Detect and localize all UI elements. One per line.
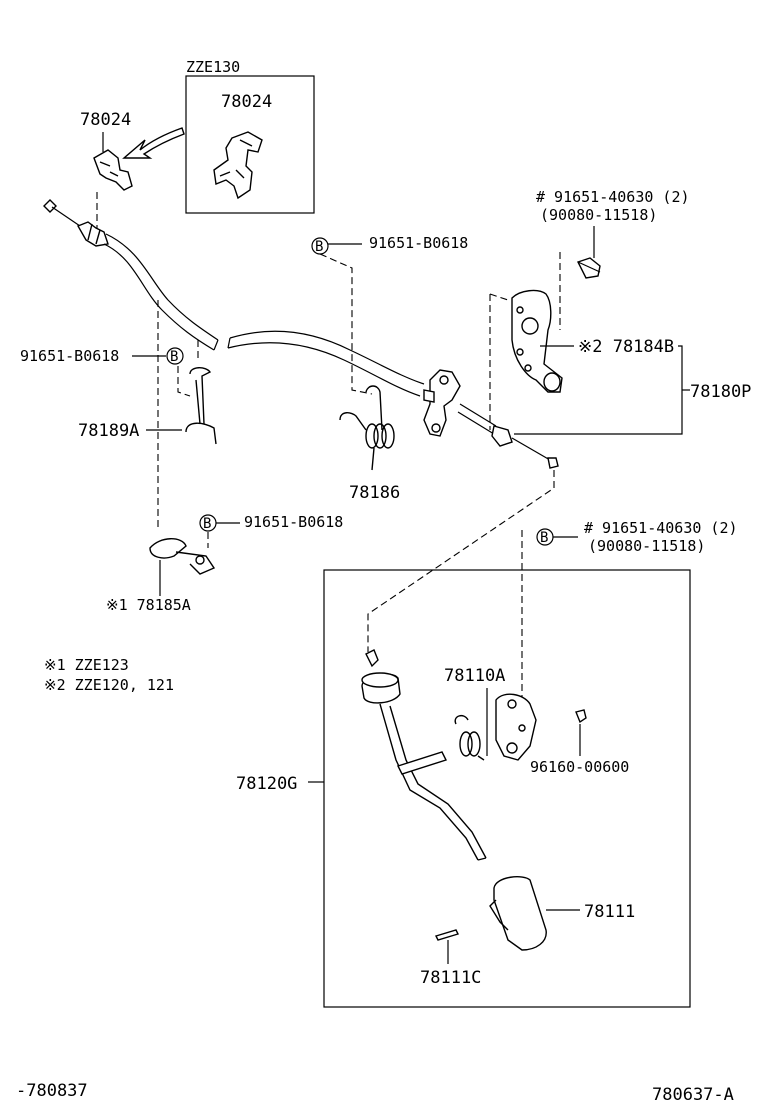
bolt-upper — [577, 257, 601, 279]
cable-adjuster — [423, 369, 461, 437]
label-78111: 78111 — [584, 902, 635, 922]
clip-78185a — [149, 538, 216, 575]
inset-frame — [185, 75, 315, 214]
bracket-78184b — [511, 289, 563, 393]
clip-b-upper-symbol: B — [315, 239, 323, 255]
label-bolt-upper-1: # 91651-40630 (2) — [536, 188, 690, 206]
throttle-cable — [43, 199, 559, 469]
bracket-78110a — [495, 693, 537, 761]
bracket-78024 — [93, 149, 133, 191]
note-2: ※2 ZZE120, 121 — [44, 676, 174, 694]
label-78120g: 78120G — [236, 774, 297, 794]
label-96160: 96160-00600 — [530, 758, 629, 776]
spring-pedal — [454, 714, 485, 761]
label-clip-lower: 91651-B0618 — [244, 513, 343, 531]
clip-b-lower-symbol: B — [203, 516, 211, 532]
label-78024: 78024 — [80, 110, 131, 130]
inset-part-label: 78024 — [221, 92, 272, 112]
label-78185a: ※1 78185A — [106, 596, 191, 614]
label-clip-left: 91651-B0618 — [20, 347, 119, 365]
label-78180p: 78180P — [690, 382, 751, 402]
pin-78111c — [435, 929, 459, 941]
label-bolt-lower-2: (90080-11518) — [588, 537, 705, 555]
label-bolt-upper-2: (90080-11518) — [540, 206, 657, 224]
bracket-78024-inset — [213, 131, 263, 200]
pointer-arrow — [122, 127, 185, 159]
note-1: ※1 ZZE123 — [44, 656, 129, 674]
inset-label: ZZE130 — [186, 58, 240, 76]
clip-b-left — [166, 347, 184, 365]
clip-78189a — [185, 367, 217, 445]
inset-zze130: ZZE130 78024 — [122, 58, 315, 214]
pedal-assembly-frame — [323, 569, 691, 1008]
pedal-pad-78111 — [493, 876, 547, 951]
label-78189a: 78189A — [78, 421, 139, 441]
clip-b-left-symbol: B — [170, 349, 178, 365]
clip-b-bolt-lower-symbol: B — [540, 530, 548, 546]
nut-96160 — [575, 709, 587, 724]
spring-78186 — [339, 385, 395, 471]
label-78111c: 78111C — [420, 968, 481, 988]
pedal-arm-78120g — [361, 649, 487, 861]
label-bolt-lower-1: # 91651-40630 (2) — [584, 519, 738, 537]
label-clip-upper: 91651-B0618 — [369, 234, 468, 252]
label-78186: 78186 — [349, 483, 400, 503]
label-78110a: 78110A — [444, 666, 505, 686]
label-78184b: ※2 78184B — [578, 337, 674, 357]
footer-right-code: 780637-A — [652, 1085, 734, 1105]
footer-left-code: -780837 — [16, 1081, 88, 1101]
